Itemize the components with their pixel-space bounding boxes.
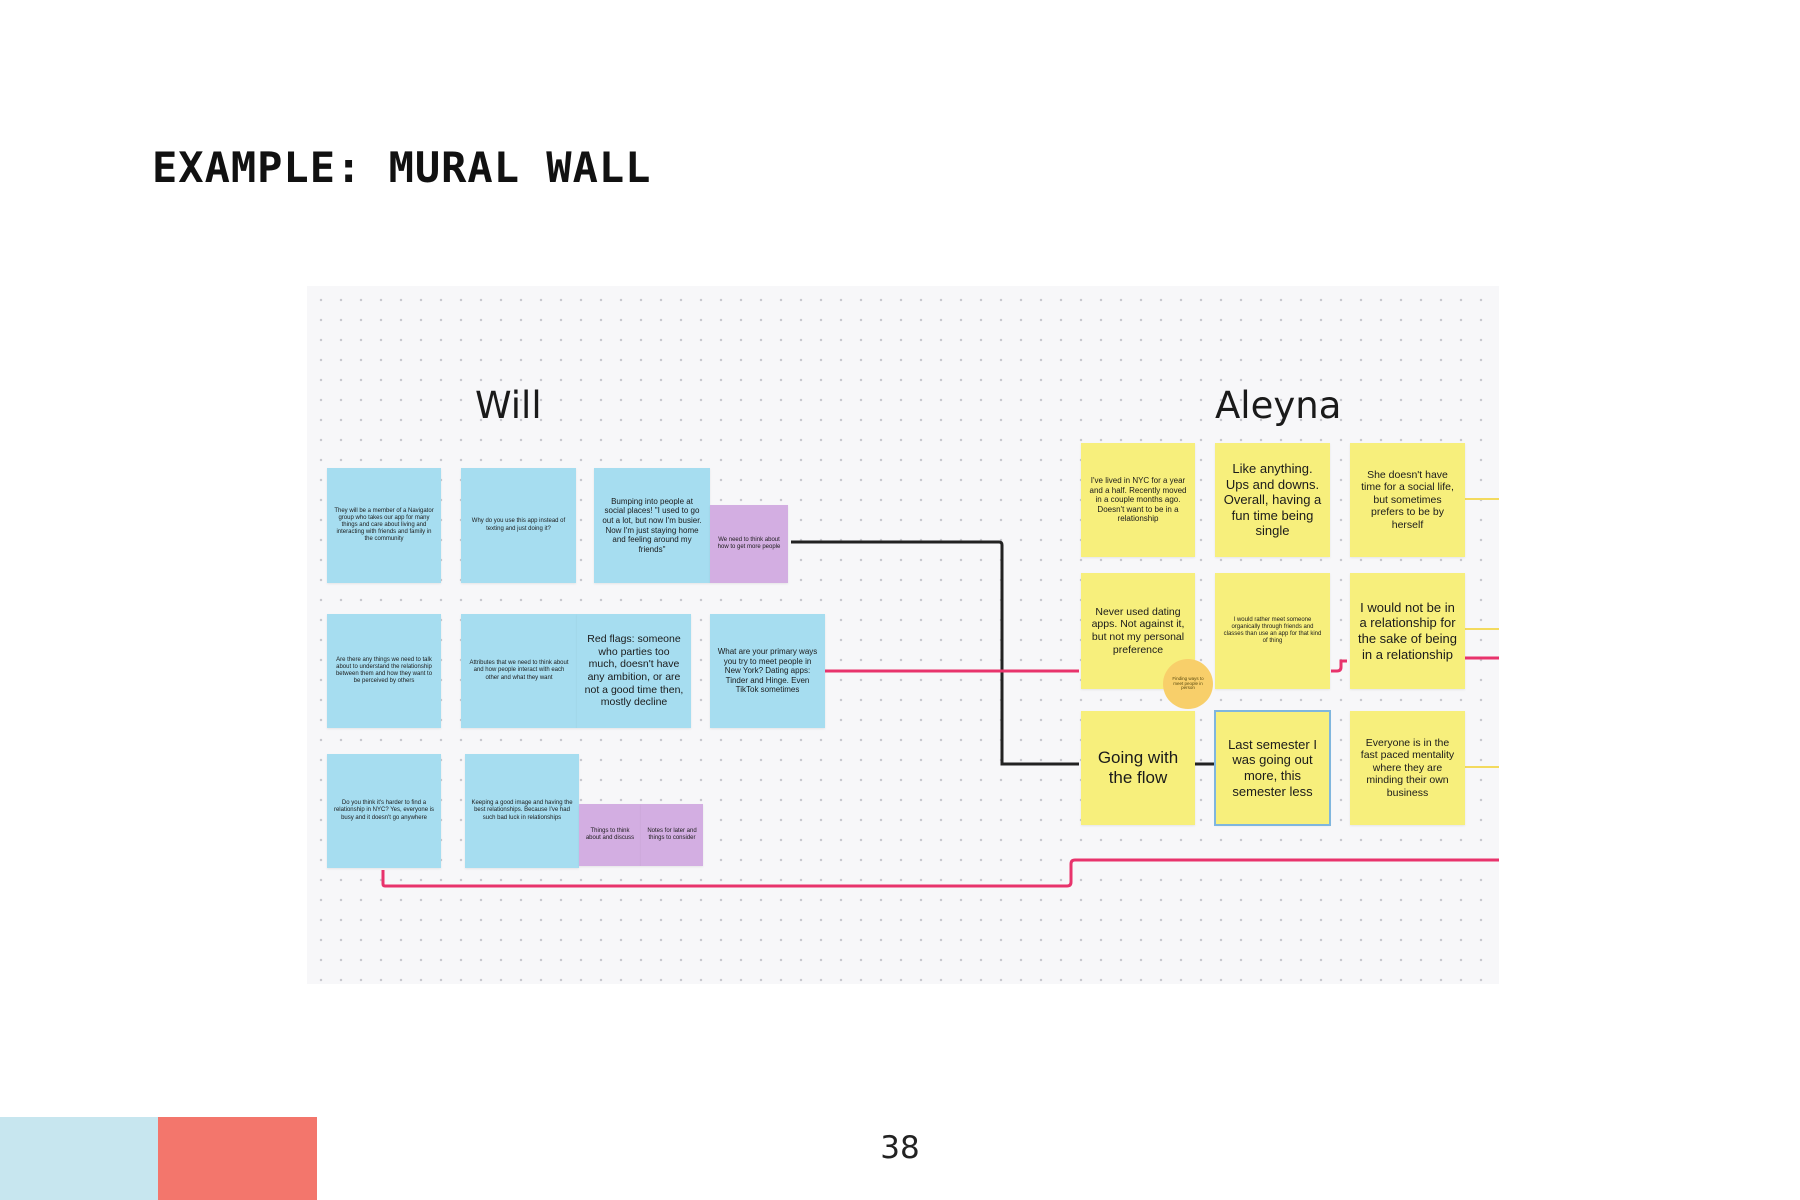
sticky-note[interactable]: I've lived in NYC for a year and a half.… — [1081, 443, 1195, 557]
sticky-note[interactable]: Notes for later and things to consider — [641, 804, 703, 866]
group-label-aleyna: Aleyna — [1215, 384, 1342, 427]
connector-pink-right — [1331, 659, 1347, 673]
group-label-will: Will — [475, 384, 542, 427]
sticky-note[interactable]: Are there any things we need to talk abo… — [327, 614, 441, 728]
sticky-note[interactable]: Things to think about and discuss — [579, 804, 641, 866]
sticky-note[interactable]: We need to think about how to get more p… — [710, 505, 788, 583]
sticky-note[interactable]: Attributes that we need to think about a… — [461, 614, 577, 728]
sticky-note[interactable]: She doesn't have time for a social life,… — [1350, 443, 1465, 557]
connector-will-to-aleyna-black — [791, 540, 1079, 766]
sticky-note[interactable]: They will be a member of a Navigator gro… — [327, 468, 441, 583]
connector-pink-bottom — [381, 858, 1499, 888]
sticky-note[interactable]: Red flags: someone who parties too much,… — [577, 614, 691, 728]
sticky-note[interactable]: I would not be in a relationship for the… — [1350, 573, 1465, 689]
decorative-block-blue — [0, 1117, 158, 1200]
page-number: 38 — [880, 1130, 920, 1166]
sticky-note[interactable]: Bumping into people at social places! "I… — [594, 468, 710, 583]
sticky-note[interactable]: I would rather meet someone organically … — [1215, 573, 1330, 689]
sticky-note[interactable]: What are your primary ways you try to me… — [710, 614, 825, 728]
connector-lines — [381, 498, 1499, 888]
sticky-note[interactable]: Like anything. Ups and downs. Overall, h… — [1215, 443, 1330, 557]
sticky-note[interactable]: Everyone is in the fast paced mentality … — [1350, 711, 1465, 825]
slide-title: EXAMPLE: MURAL WALL — [152, 143, 652, 192]
sticky-note[interactable]: Going with the flow — [1081, 711, 1195, 825]
sticky-note[interactable]: Why do you use this app instead of texti… — [461, 468, 576, 583]
cluster-marker[interactable]: Finding ways to meet people in person — [1163, 659, 1213, 709]
sticky-note-selected[interactable]: Last semester I was going out more, this… — [1214, 710, 1331, 826]
sticky-note[interactable]: Keeping a good image and having the best… — [465, 754, 579, 868]
sticky-note[interactable]: Do you think it's harder to find a relat… — [327, 754, 441, 868]
mural-board[interactable]: Will Aleyna They will be a member of a N… — [307, 286, 1499, 984]
decorative-block-red — [158, 1117, 317, 1200]
